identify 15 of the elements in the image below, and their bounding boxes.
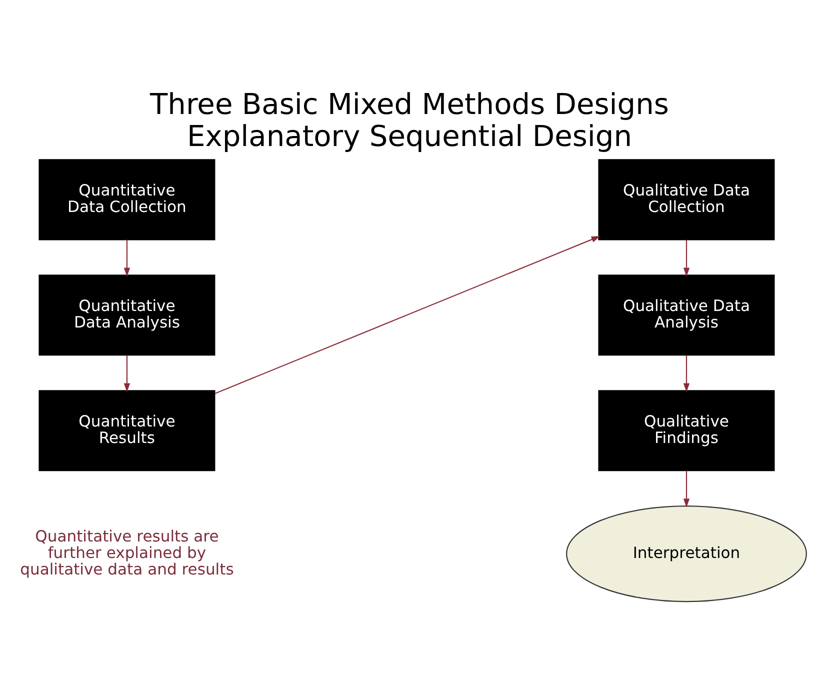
arrow xyxy=(124,354,130,392)
arrow xyxy=(214,236,600,394)
node-ellipse: Interpretation xyxy=(566,505,807,602)
label: Quantitative results are further explained by qualitative data and results xyxy=(20,526,234,578)
arrow xyxy=(683,354,690,392)
node-box: Qualitative Data Analysis xyxy=(598,274,775,356)
arrow xyxy=(683,239,690,276)
arrow xyxy=(124,239,130,276)
node-box: Quantitative Data Collection xyxy=(38,158,216,240)
arrow xyxy=(683,470,690,507)
node-box: Qualitative Data Collection xyxy=(598,158,775,240)
node-box: Quantitative Data Analysis xyxy=(38,274,216,356)
node-box: Quantitative Results xyxy=(38,390,216,471)
node-box: Qualitative Findings xyxy=(598,390,775,471)
diagram-title: Three Basic Mixed Methods Designs Explanatory Sequential Design xyxy=(150,86,669,153)
